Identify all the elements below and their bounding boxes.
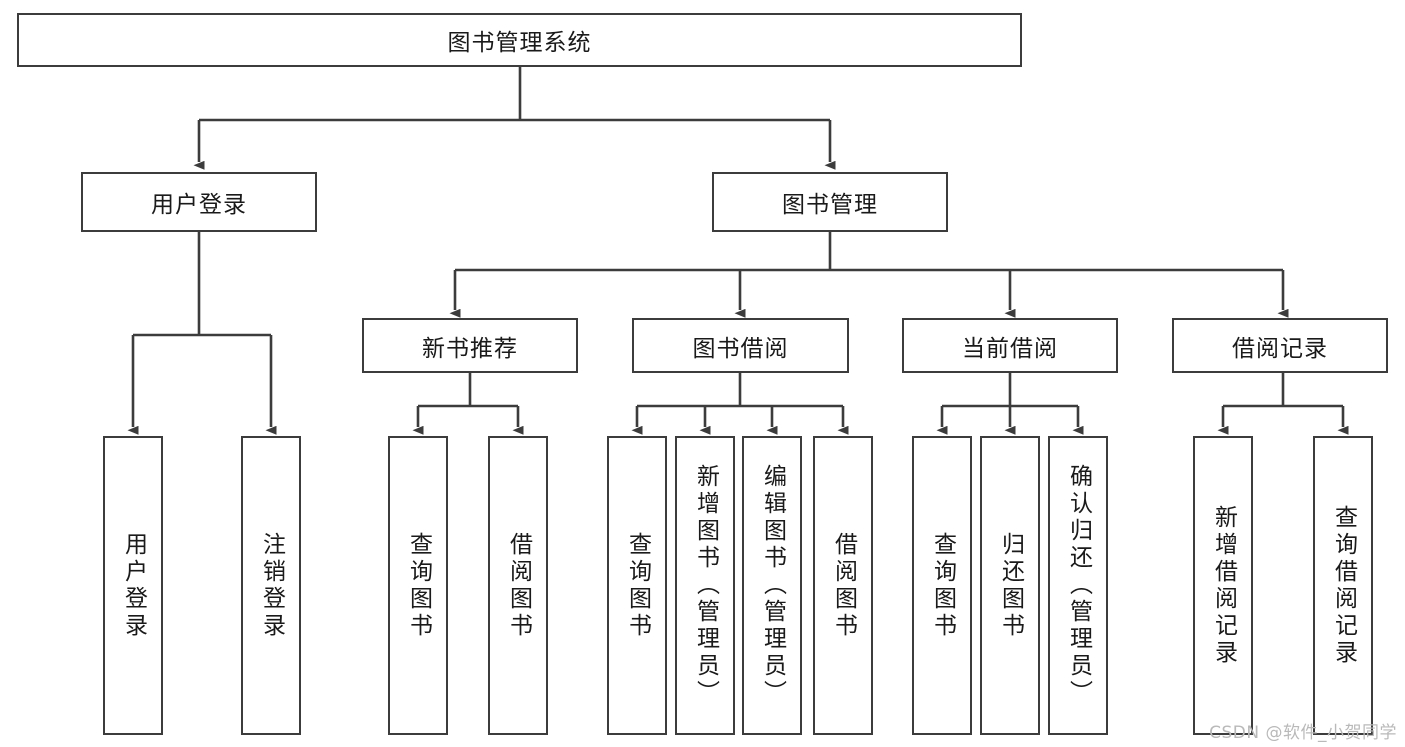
leaf-query-record-label: 查询借阅记录 bbox=[1330, 504, 1357, 667]
leaf-borrow-book-1-label: 借阅图书 bbox=[505, 531, 532, 640]
leaf-query-book-3-label: 查询图书 bbox=[929, 531, 956, 640]
watermark-text: CSDN @软件_小贺同学 bbox=[1209, 723, 1397, 743]
leaf-return-book-label: 归还图书 bbox=[997, 531, 1024, 640]
node-borrow-record-label: 借阅记录 bbox=[1232, 335, 1328, 362]
leaf-logout-login[interactable]: 注销登录 bbox=[241, 436, 301, 735]
leaf-return-book[interactable]: 归还图书 bbox=[980, 436, 1040, 735]
node-user-login[interactable]: 用户登录 bbox=[81, 172, 317, 232]
leaf-user-login-label: 用户登录 bbox=[120, 531, 147, 640]
leaf-edit-book-label: 编辑图书（管理员） bbox=[759, 464, 786, 707]
node-current-borrow[interactable]: 当前借阅 bbox=[902, 318, 1118, 373]
leaf-borrow-book-2-label: 借阅图书 bbox=[830, 531, 857, 640]
node-book-manage[interactable]: 图书管理 bbox=[712, 172, 948, 232]
leaf-confirm-return[interactable]: 确认归还（管理员） bbox=[1048, 436, 1108, 735]
node-book-borrow-label: 图书借阅 bbox=[692, 335, 789, 362]
leaf-add-record[interactable]: 新增借阅记录 bbox=[1193, 436, 1253, 735]
leaf-add-book-label: 新增图书（管理员） bbox=[692, 464, 719, 707]
leaf-add-record-label: 新增借阅记录 bbox=[1210, 504, 1237, 667]
leaf-query-book-2-label: 查询图书 bbox=[624, 531, 651, 640]
node-borrow-record[interactable]: 借阅记录 bbox=[1172, 318, 1388, 373]
node-new-book-rec[interactable]: 新书推荐 bbox=[362, 318, 578, 373]
leaf-query-book-3[interactable]: 查询图书 bbox=[912, 436, 972, 735]
leaf-borrow-book-1[interactable]: 借阅图书 bbox=[488, 436, 548, 735]
node-root-label: 图书管理系统 bbox=[447, 30, 592, 56]
leaf-query-book-1-label: 查询图书 bbox=[405, 531, 432, 640]
leaf-edit-book[interactable]: 编辑图书（管理员） bbox=[742, 436, 802, 735]
node-book-manage-label: 图书管理 bbox=[782, 192, 878, 218]
node-current-borrow-label: 当前借阅 bbox=[962, 335, 1058, 362]
leaf-query-book-2[interactable]: 查询图书 bbox=[607, 436, 667, 735]
leaf-add-book[interactable]: 新增图书（管理员） bbox=[675, 436, 735, 735]
node-user-login-label: 用户登录 bbox=[151, 192, 247, 218]
leaf-confirm-return-label: 确认归还（管理员） bbox=[1065, 464, 1092, 707]
leaf-query-book-1[interactable]: 查询图书 bbox=[388, 436, 448, 735]
leaf-borrow-book-2[interactable]: 借阅图书 bbox=[813, 436, 873, 735]
node-root[interactable]: 图书管理系统 bbox=[17, 13, 1022, 67]
leaf-user-login[interactable]: 用户登录 bbox=[103, 436, 163, 735]
leaf-logout-login-label: 注销登录 bbox=[258, 531, 285, 640]
node-new-book-rec-label: 新书推荐 bbox=[422, 335, 518, 362]
node-book-borrow[interactable]: 图书借阅 bbox=[632, 318, 849, 373]
leaf-query-record[interactable]: 查询借阅记录 bbox=[1313, 436, 1373, 735]
